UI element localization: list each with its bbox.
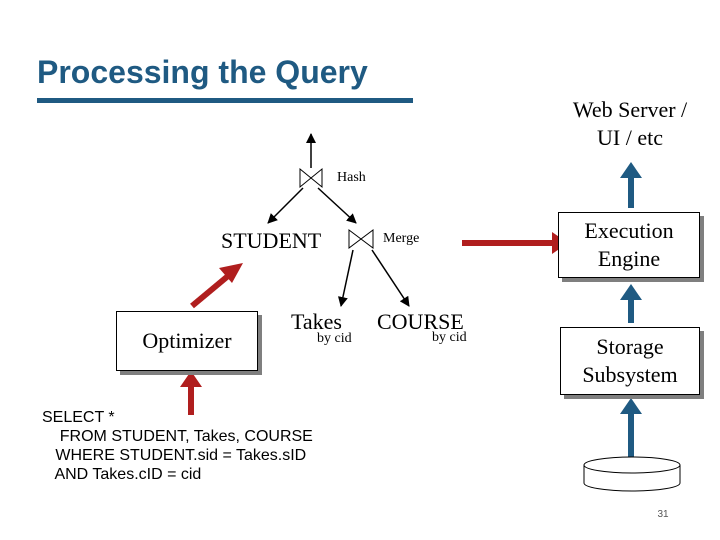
plan-edge-merge-takes bbox=[337, 249, 354, 307]
hash-join-icon bbox=[299, 167, 323, 189]
plan-edge-hash-student bbox=[267, 187, 304, 224]
sql-line: AND Takes.cID = cid bbox=[42, 466, 202, 483]
storage-subsystem-box: Storage Subsystem bbox=[560, 327, 700, 395]
web-server-line-1: Web Server / bbox=[572, 97, 688, 122]
execution-engine-line-1: Execution bbox=[584, 218, 674, 243]
title-underline bbox=[37, 98, 413, 103]
disk-to-storage-arrow bbox=[620, 398, 642, 458]
merge-join-label: Merge bbox=[383, 231, 420, 246]
hash-join-label: Hash bbox=[337, 170, 366, 185]
sql-line: FROM STUDENT, Takes, COURSE bbox=[42, 428, 313, 445]
engine-to-webserver-arrow bbox=[620, 162, 642, 208]
query-to-optimizer-arrow bbox=[180, 371, 202, 415]
sql-line: WHERE STUDENT.sid = Takes.sID bbox=[42, 447, 307, 464]
optimizer-box: Optimizer bbox=[116, 311, 258, 371]
web-server-line-2: UI / etc bbox=[597, 125, 663, 150]
plan-edge-hash-merge bbox=[317, 187, 357, 224]
execution-engine-line-2: Engine bbox=[597, 246, 661, 271]
storage-subsystem-line-1: Storage bbox=[596, 334, 664, 359]
takes-relation-label: Takes bbox=[291, 309, 342, 334]
disk-icon bbox=[583, 456, 681, 492]
sql-line: SELECT * bbox=[42, 409, 115, 426]
optimizer-to-plan-arrow bbox=[190, 263, 243, 309]
storage-to-engine-arrow bbox=[620, 284, 642, 323]
sql-query: SELECT * FROM STUDENT, Takes, COURSE WHE… bbox=[42, 408, 313, 484]
course-relation-label: COURSE bbox=[377, 309, 464, 334]
slide-title: Processing the Query bbox=[37, 54, 368, 90]
page-number: 31 bbox=[657, 509, 669, 520]
optimizer-label: Optimizer bbox=[142, 328, 232, 353]
web-server-label: Web Server / UI / etc bbox=[555, 96, 705, 152]
student-relation-label: STUDENT bbox=[221, 228, 322, 253]
course-sort-label: by cid bbox=[432, 330, 467, 345]
plan-to-engine-arrow bbox=[462, 232, 568, 254]
storage-subsystem-line-2: Subsystem bbox=[582, 362, 678, 387]
execution-engine-box: Execution Engine bbox=[558, 212, 700, 278]
plan-edge-merge-course bbox=[371, 249, 410, 307]
takes-sort-label: by cid bbox=[317, 331, 352, 346]
merge-join-icon bbox=[348, 229, 374, 249]
